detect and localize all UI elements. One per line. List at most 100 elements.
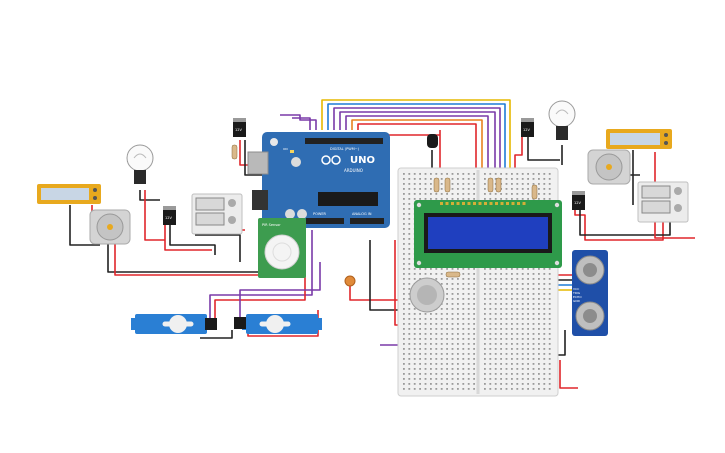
breadboard-hole: [451, 353, 454, 355]
breadboard-hole: [494, 328, 497, 330]
breadboard-hole: [548, 303, 551, 305]
breadboard-hole: [403, 308, 405, 310]
breadboard-hole: [424, 173, 427, 175]
breadboard-hole: [473, 378, 475, 380]
breadboard-hole: [548, 198, 551, 200]
breadboard-hole: [538, 303, 540, 305]
regulator-3: 12V: [521, 118, 534, 137]
breadboard-hole: [489, 293, 492, 295]
breadboard-hole: [548, 278, 551, 280]
breadboard-hole: [538, 383, 540, 385]
breadboard-hole: [403, 293, 405, 295]
breadboard-hole: [403, 358, 405, 360]
breadboard-hole: [500, 343, 502, 345]
lcd-mount-hole: [416, 202, 422, 208]
breadboard-hole: [467, 368, 470, 370]
breadboard-hole: [527, 353, 529, 355]
breadboard-hole: [500, 173, 502, 175]
breadboard-hole: [462, 368, 465, 370]
breadboard-hole: [419, 178, 421, 180]
breadboard-hole: [543, 363, 546, 365]
breadboard-hole: [473, 323, 475, 325]
breadboard-hole: [505, 323, 508, 325]
breadboard-hole: [500, 288, 502, 290]
breadboard-hole: [467, 303, 470, 305]
breadboard-hole: [516, 353, 519, 355]
breadboard-hole: [505, 193, 508, 195]
breadboard-hole: [543, 388, 546, 390]
breadboard-hole: [548, 378, 551, 380]
breadboard-hole: [505, 188, 508, 190]
breadboard-hole: [500, 373, 502, 375]
breadboard-hole: [500, 383, 502, 385]
breadboard-hole: [462, 183, 465, 185]
breadboard-hole: [489, 283, 492, 285]
breadboard-hole: [413, 193, 416, 195]
breadboard-hole: [403, 378, 405, 380]
breadboard-hole: [462, 288, 465, 290]
ultrasonic-sensor[interactable]: VCC TRIG ECHO GND: [572, 250, 608, 336]
breadboard-hole: [548, 193, 551, 195]
breadboard-hole: [473, 283, 475, 285]
breadboard-hole: [419, 343, 421, 345]
breadboard-hole: [505, 363, 508, 365]
breadboard-hole: [505, 328, 508, 330]
lcd-module-left: [37, 184, 101, 204]
breadboard-hole: [543, 303, 546, 305]
pir-dome-ring: [272, 242, 292, 262]
breadboard-hole: [516, 193, 519, 195]
breadboard-hole: [484, 368, 486, 370]
breadboard-hole: [521, 193, 524, 195]
breadboard-hole: [473, 303, 475, 305]
breadboard-hole: [467, 343, 470, 345]
breadboard-hole: [516, 338, 519, 340]
breadboard-hole: [532, 303, 535, 305]
pir-sensor[interactable]: PIR Sensor: [258, 218, 306, 278]
breadboard-hole: [516, 333, 519, 335]
breadboard-hole: [548, 308, 551, 310]
breadboard-hole: [403, 228, 405, 230]
regulator-tab: [163, 206, 176, 210]
breadboard-hole: [527, 303, 529, 305]
breadboard-hole: [516, 278, 519, 280]
relay-block: [195, 197, 225, 211]
breadboard-hole: [462, 328, 465, 330]
breadboard-hole: [511, 333, 513, 335]
breadboard-hole: [403, 363, 405, 365]
breadboard-hole: [538, 318, 540, 320]
breadboard-hole: [532, 328, 535, 330]
breadboard-hole: [489, 273, 492, 275]
breadboard-hole: [521, 333, 524, 335]
breadboard-hole: [521, 383, 524, 385]
reset-button[interactable]: [270, 138, 278, 146]
breadboard-hole: [424, 328, 427, 330]
breadboard-hole: [494, 348, 497, 350]
relay-screw: [674, 187, 682, 195]
breadboard-hole: [403, 388, 405, 390]
breadboard-hole: [511, 193, 513, 195]
breadboard-hole: [527, 363, 529, 365]
breadboard-hole: [408, 323, 411, 325]
breadboard-hole: [505, 348, 508, 350]
breadboard-hole: [424, 268, 427, 270]
breadboard-hole: [532, 278, 535, 280]
breadboard-hole: [494, 343, 497, 345]
breadboard-hole: [435, 363, 438, 365]
servo-right: [242, 314, 322, 334]
breadboard-hole: [435, 388, 438, 390]
breadboard-hole: [419, 273, 421, 275]
breadboard-hole: [521, 198, 524, 200]
breadboard-hole: [527, 268, 529, 270]
breadboard-hole: [451, 298, 454, 300]
breadboard-hole: [435, 313, 438, 315]
breadboard-hole: [511, 318, 513, 320]
breadboard-hole: [408, 373, 411, 375]
breadboard-hole: [457, 278, 459, 280]
arduino-uno[interactable]: UNO ARDUINO DIGITAL (PWM~) POWER ANALOG …: [247, 132, 390, 228]
breadboard-hole: [419, 193, 421, 195]
servo-left: [131, 314, 211, 334]
breadboard-hole: [473, 313, 475, 315]
breadboard-hole: [462, 178, 465, 180]
breadboard-hole: [548, 318, 551, 320]
